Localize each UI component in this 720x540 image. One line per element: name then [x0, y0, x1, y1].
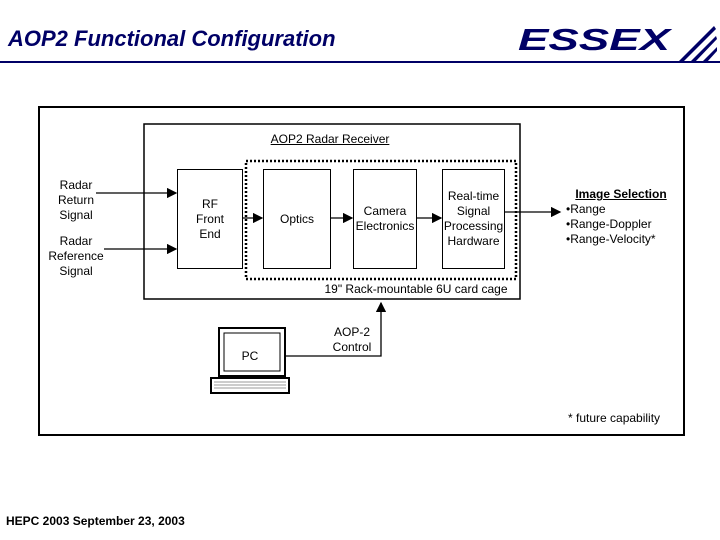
page-title: AOP2 Functional Configuration: [8, 26, 336, 51]
camera-electronics-block: Camera Electronics: [353, 169, 417, 269]
title-divider: [0, 61, 720, 63]
receiver-label: AOP2 Radar Receiver: [270, 132, 390, 146]
pc-keyboard: [210, 377, 290, 394]
image-selection-item: •Range-Velocity*: [566, 232, 656, 246]
rf-front-end-block: RF Front End: [177, 169, 243, 269]
rf-front-end-label: RF Front End: [195, 196, 224, 241]
pc-control-arrow: [286, 301, 387, 357]
image-selection-title: Image Selection: [575, 187, 667, 201]
essex-logo: ESSEX: [518, 22, 717, 62]
svg-text:ESSEX: ESSEX: [518, 22, 673, 57]
card-cage-box: [244, 159, 518, 281]
camera-electronics-label: Camera Electronics: [355, 204, 415, 233]
aop2-control-label: AOP-2 Control: [332, 325, 372, 354]
footer-text: HEPC 2003 September 23, 2003: [6, 514, 185, 528]
radar-return-label: Radar Return Signal: [57, 178, 95, 222]
diagram-frame: [38, 106, 685, 436]
signal-processing-label: Real-time Signal Processing Hardware: [443, 189, 504, 248]
card-cage-label: 19" Rack-mountable 6U card cage: [324, 282, 508, 296]
image-selection: Image Selection •Range •Range-Doppler •R…: [566, 187, 676, 247]
pc-label: PC: [241, 349, 259, 363]
radar-reference-label: Radar Reference Signal: [48, 234, 104, 278]
footnote: * future capability: [568, 411, 661, 425]
image-selection-item: •Range: [566, 202, 606, 216]
optics-block: Optics: [263, 169, 331, 269]
signal-processing-block: Real-time Signal Processing Hardware: [442, 169, 505, 269]
image-selection-item: •Range-Doppler: [566, 217, 652, 231]
optics-label: Optics: [279, 211, 314, 226]
